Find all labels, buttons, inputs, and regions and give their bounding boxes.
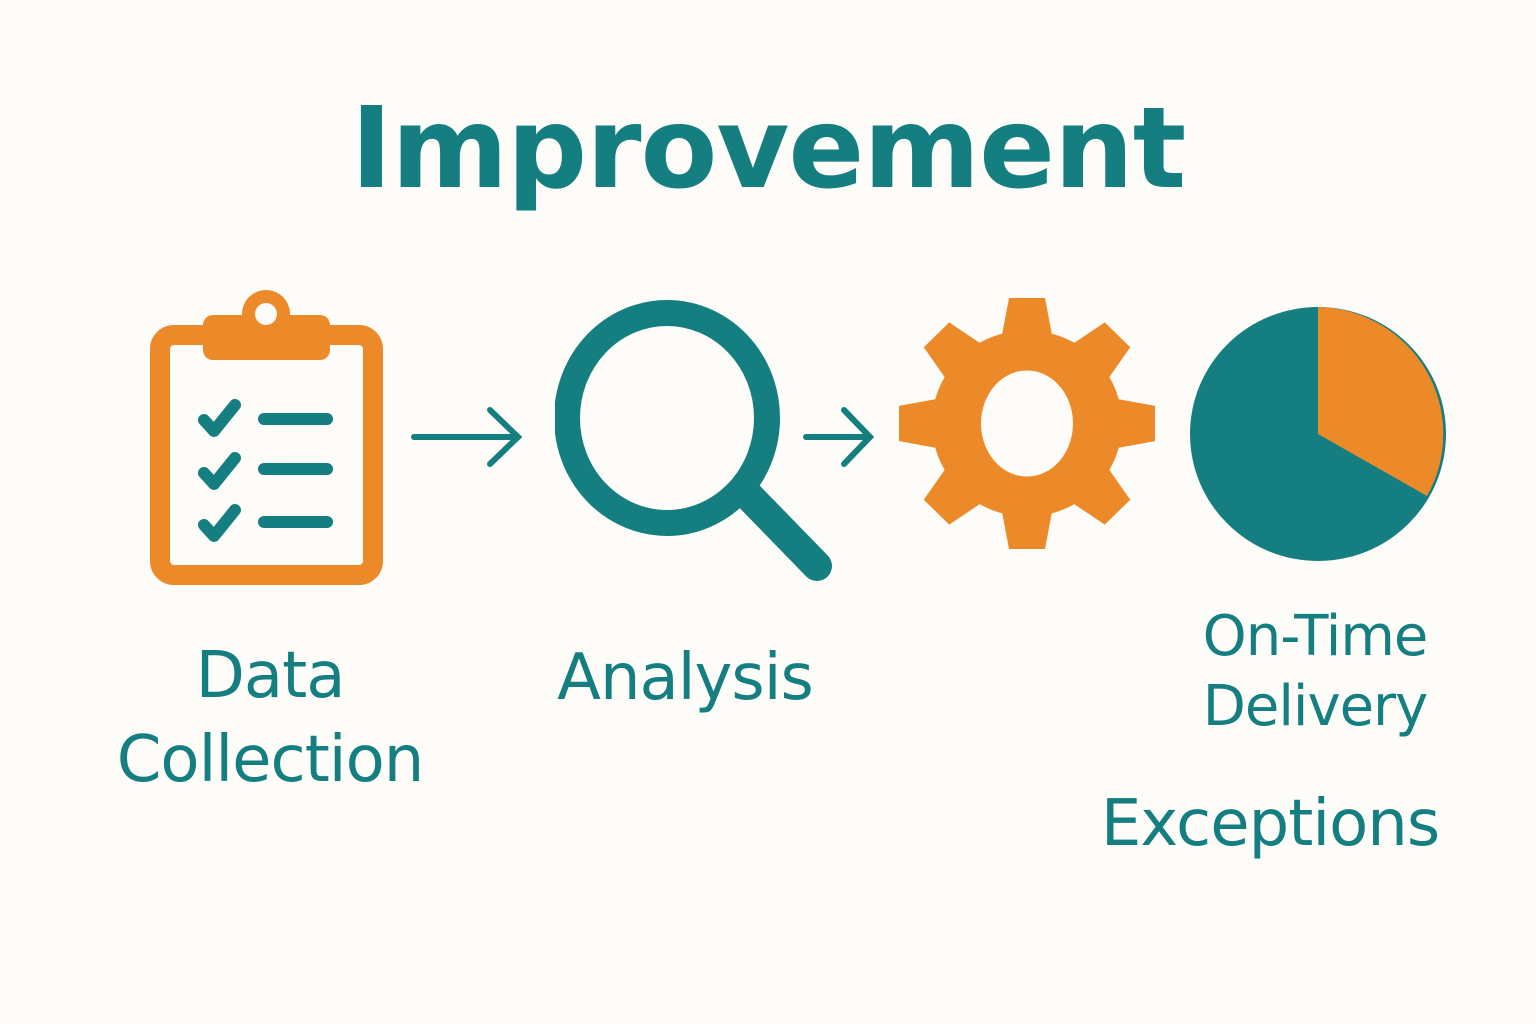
page-title: Improvement [350,84,1187,214]
pie-chart-icon [1188,306,1448,562]
label-line: On-Time [1202,604,1429,669]
on-time-delivery-label: On-Time Delivery [1115,602,1515,742]
arrow-right-icon [410,405,525,470]
label-line: Data [195,639,346,713]
gear-icon [897,296,1157,551]
exceptions-label: Exceptions [1100,787,1440,861]
analysis-label: Analysis [557,641,814,715]
data-collection-label: Data Collection [70,634,470,802]
arrow-right-icon [802,405,877,470]
label-line: Delivery [1202,674,1428,739]
clipboard-checklist-icon [150,290,385,590]
label-line: Collection [116,723,425,797]
magnifying-glass-icon [555,300,835,585]
